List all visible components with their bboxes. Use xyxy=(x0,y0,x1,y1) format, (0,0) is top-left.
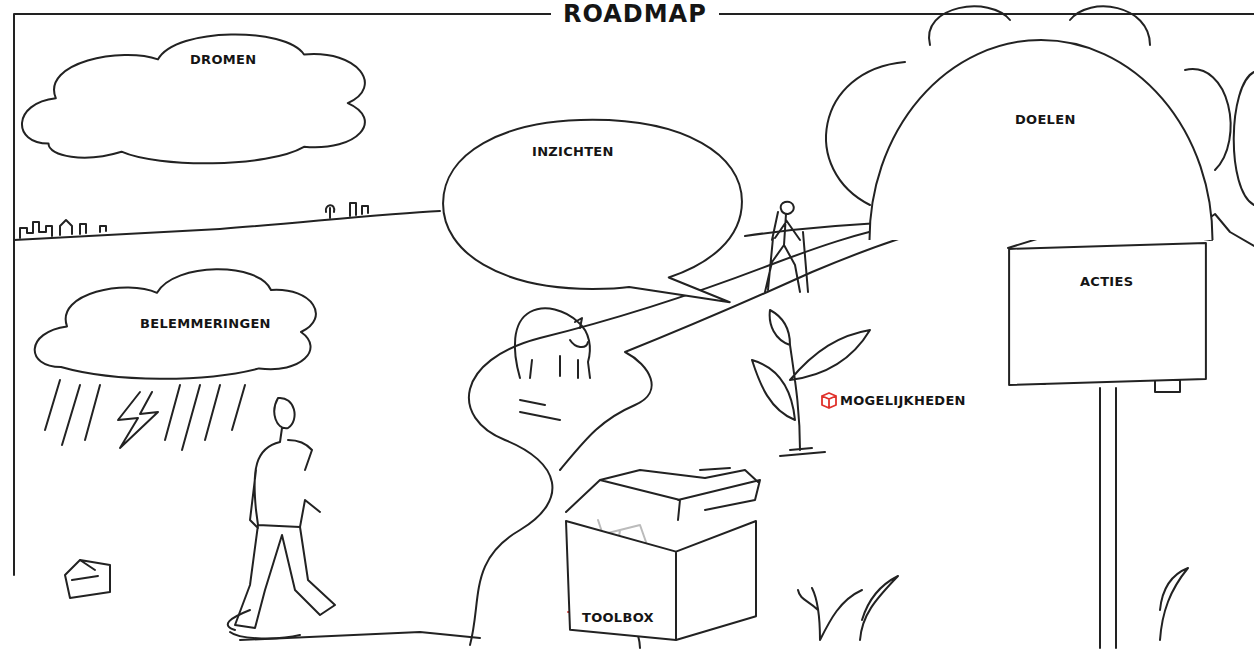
bear-snout xyxy=(570,340,588,347)
section-title: INZICHTEN xyxy=(532,144,614,160)
hiker-figure xyxy=(765,202,808,292)
action-sign-outline xyxy=(1005,240,1210,388)
obstacle-cloud: BELEMMERINGEN xyxy=(25,248,325,388)
section-title: ACTIES xyxy=(1080,274,1133,290)
obstacle-cloud-shape xyxy=(35,269,316,378)
sprouts xyxy=(798,568,1188,640)
diagram-title: ROADMAP xyxy=(551,0,719,28)
big-plant xyxy=(752,310,870,450)
bear-figure xyxy=(515,308,590,378)
sign-pole xyxy=(1100,388,1116,648)
walking-man xyxy=(235,398,335,628)
opportunity-icon xyxy=(822,393,836,408)
dream-cloud-outline xyxy=(12,14,377,176)
section-title: DOELEN xyxy=(1015,112,1076,128)
goal-sun-outline xyxy=(866,40,1216,240)
scenery xyxy=(14,6,1254,648)
rain-lines xyxy=(45,380,245,450)
small-box xyxy=(65,560,110,598)
section-title: BELEMMERINGEN xyxy=(140,316,271,332)
toolbox-box-shape xyxy=(566,521,756,640)
toolbox-flaps xyxy=(566,470,760,520)
action-sign-shape xyxy=(1009,243,1206,385)
sun-ray xyxy=(1070,6,1150,45)
lightning-bolt xyxy=(118,392,158,448)
toolbox-box: TOOLBOX xyxy=(560,470,760,640)
sun-ray xyxy=(1234,72,1254,205)
goal-sun-shape xyxy=(870,40,1213,240)
section-label: MOGELIJKHEDEN xyxy=(840,393,966,409)
ground-stroke xyxy=(780,448,825,456)
sun-ray xyxy=(929,6,1010,45)
skyline xyxy=(20,220,106,238)
goal-sun: DOELEN xyxy=(866,40,1216,240)
dream-cloud: DROMEN xyxy=(12,14,377,176)
skyline xyxy=(326,203,368,218)
section-title: DROMEN xyxy=(190,52,256,68)
section-title: TOOLBOX xyxy=(582,610,654,626)
action-sign: ACTIES xyxy=(1005,240,1210,388)
insight-bubble-shape xyxy=(443,120,742,302)
road-edge xyxy=(560,228,935,648)
frame-line xyxy=(14,14,1254,575)
puddle xyxy=(228,610,300,638)
dream-cloud-shape xyxy=(22,34,365,163)
horizon-line xyxy=(14,211,440,240)
insight-bubble: INZICHTEN xyxy=(440,116,745,306)
